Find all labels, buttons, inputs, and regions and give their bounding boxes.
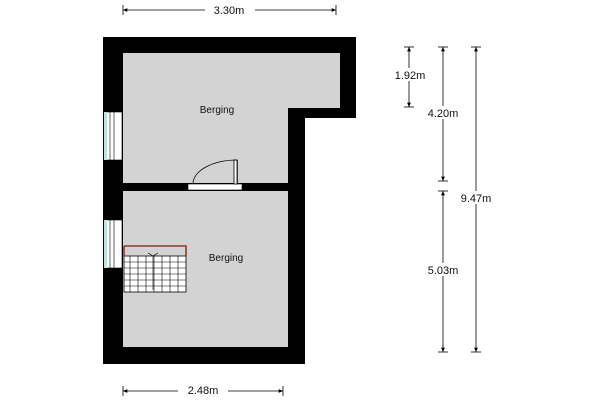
window-upper — [103, 111, 123, 161]
window-lower — [103, 219, 123, 269]
dimension-label-bottom-width: 2.48m — [188, 385, 219, 397]
dimension-label-lower-room: 5.03m — [428, 265, 459, 277]
door-threshold — [187, 183, 243, 191]
dimension-bottom-width: 2.48m — [122, 383, 284, 397]
upper-room-floor — [123, 53, 340, 183]
dimension-total-height: 9.47m — [454, 46, 498, 353]
internal-wall-left — [123, 183, 188, 191]
dimension-label-upper-room: 4.20m — [428, 108, 459, 120]
dimension-label-top-width: 3.30m — [214, 5, 245, 17]
internal-wall-right — [242, 183, 288, 191]
dimension-upper-room: 4.20m — [421, 46, 465, 182]
stairs-icon — [123, 245, 187, 293]
door-icon — [192, 159, 238, 185]
dimension-upper-part: 1.92m — [388, 46, 432, 108]
room-label-lower: Berging — [209, 253, 243, 264]
dimension-label-upper-part: 1.92m — [395, 70, 426, 82]
dimension-top-width: 3.30m — [122, 3, 337, 17]
room-label-upper: Berging — [200, 105, 234, 116]
dimension-label-total-height: 9.47m — [461, 193, 492, 205]
dimension-lower-room: 5.03m — [421, 190, 465, 353]
